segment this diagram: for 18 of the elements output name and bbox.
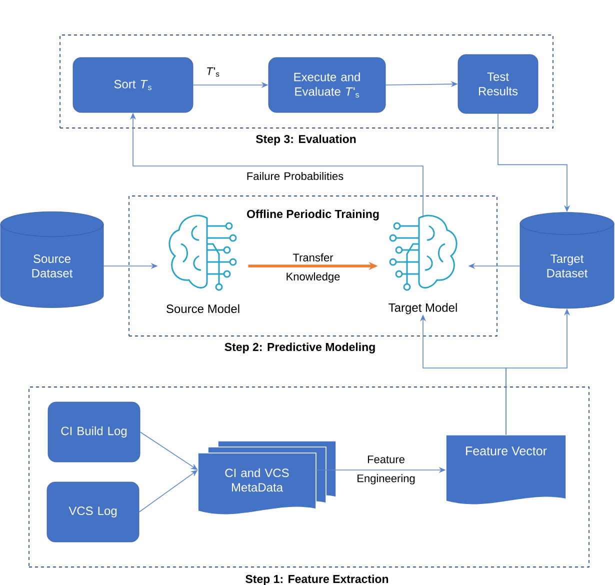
database-cylinder: Target Dataset: [520, 212, 614, 309]
node-label: Step 1: Feature Extraction: [246, 574, 388, 585]
node-label: Target Model: [388, 303, 457, 314]
node-label: Step 3: Evaluation: [256, 134, 356, 146]
brain-drawing: Target Model: [388, 214, 458, 314]
edge-label: Feature Engineering: [358, 456, 415, 484]
process-box: Execute and Evaluate T'$_{s}$: [268, 57, 386, 113]
node-label: Source Model: [166, 304, 240, 314]
process-box: Test Results: [458, 54, 538, 114]
edge-label: Transfer Knowledge: [286, 253, 340, 283]
edge-label: T'$_{s}$: [207, 67, 220, 77]
edge-label: Failure Probabilities: [247, 172, 344, 180]
process-box: VCS Log: [46, 482, 140, 542]
brain-drawing: Source Model: [166, 214, 240, 314]
process-box: Sort T$_{s}$: [72, 57, 194, 113]
node-label: Step 2: Predictive Modeling: [224, 342, 375, 354]
process-box: CI Build Log: [48, 402, 140, 462]
database-cylinder: Source Dataset: [0, 211, 104, 308]
